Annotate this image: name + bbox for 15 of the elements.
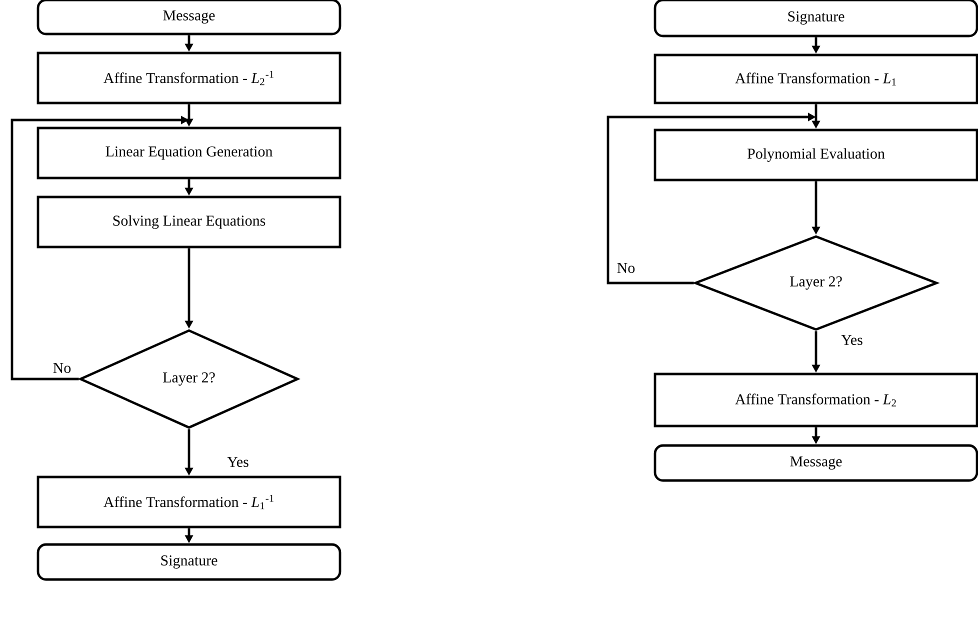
process-box: Solving Linear Equations (36, 196, 342, 248)
process-box: Affine Transformation - L$_{1}$ (654, 54, 978, 104)
edge-label: Yes (841, 335, 862, 345)
process-box: Polynomial Evaluation (654, 128, 978, 182)
process-box: Affine Transformation - L$_{2}$-1 (36, 52, 342, 104)
edge-label: No (53, 363, 71, 373)
terminal-box: Signature (36, 543, 342, 581)
terminal-box: Message (36, 0, 342, 36)
terminal-box: Message (654, 444, 978, 482)
edge-label: Yes (227, 457, 248, 467)
process-box: Linear Equation Generation (36, 126, 342, 180)
process-box: Affine Transformation - L$_{2}$ (654, 372, 978, 428)
edge-label: No (617, 263, 635, 273)
process-box: Affine Transformation - L$_{1}$-1 (36, 476, 342, 528)
terminal-box: Signature (654, 0, 978, 38)
